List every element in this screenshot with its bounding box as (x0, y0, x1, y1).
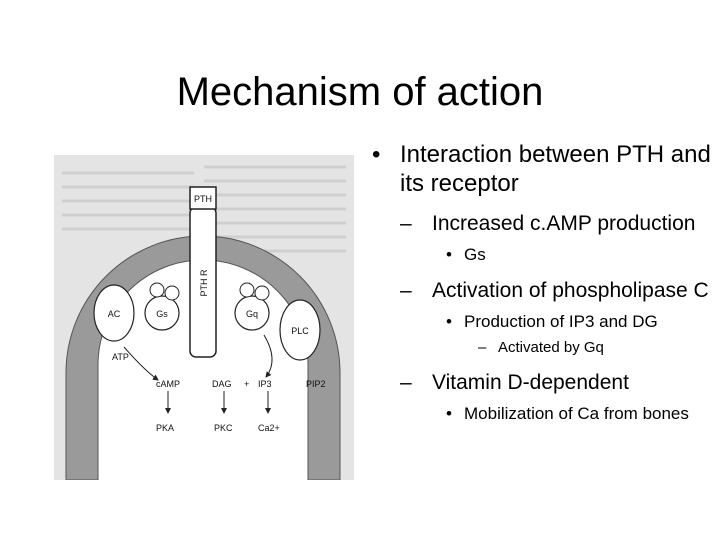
bullet-marker: • (372, 141, 381, 168)
pth-signaling-diagram: PTH PTH R AC Gs Gq PLC ATP cAMP DAG + IP… (54, 155, 354, 480)
bullet-marker: – (478, 339, 487, 356)
pip2-label: PIP2 (306, 379, 326, 389)
gs-label: Gs (156, 309, 168, 319)
pth-label: PTH (194, 194, 212, 204)
plc-label: PLC (291, 326, 309, 336)
bullet-text: Activated by Gq (498, 339, 604, 356)
bullet-camp-production: – Increased c.AMP production (372, 210, 712, 237)
cell-membrane (65, 235, 341, 480)
bullet-marker: – (400, 212, 412, 235)
gq-protein (234, 295, 270, 331)
gs-protein (144, 295, 180, 331)
atp-label: ATP (112, 352, 129, 362)
pkc-label: PKC (214, 423, 233, 433)
pka-label: PKA (156, 423, 174, 433)
gq-label: Gq (246, 309, 258, 319)
adenylyl-cyclase (93, 284, 135, 342)
bullet-text: Vitamin D-dependent (432, 371, 629, 394)
bullet-plc-activation: – Activation of phospholipase C (372, 277, 712, 304)
bullet-receptor-interaction: • Interaction between PTH and its recept… (372, 140, 712, 198)
bullet-gq: – Activated by Gq (372, 338, 712, 357)
camp-label: cAMP (156, 379, 180, 389)
bullet-text: Activation of phospholipase C (432, 279, 709, 302)
bullet-vitamin-d: – Vitamin D-dependent (372, 369, 712, 396)
bullet-text: Increased c.AMP production (432, 212, 696, 235)
bullet-gs: • Gs (372, 245, 712, 265)
pth-ligand (189, 186, 217, 210)
bullet-marker: – (400, 371, 412, 394)
calcium-label: Ca2+ (258, 423, 280, 433)
bullet-marker: – (400, 279, 412, 302)
bullet-text: Mobilization of Ca from bones (464, 404, 689, 423)
bullet-text: Gs (464, 245, 486, 264)
ac-label: AC (108, 309, 121, 319)
bullet-text: Production of IP3 and DG (464, 312, 658, 331)
dag-label: DAG (212, 379, 232, 389)
slide-title: Mechanism of action (176, 70, 544, 114)
pth-r-label: PTH R (199, 269, 209, 297)
bullet-marker: • (446, 404, 452, 423)
phospholipase-c (279, 299, 321, 361)
plus-label: + (244, 379, 249, 389)
bullet-list: • Interaction between PTH and its recept… (372, 140, 712, 424)
bullet-ca-mobilization: • Mobilization of Ca from bones (372, 404, 712, 424)
bullet-ip3-dg: • Production of IP3 and DG (372, 312, 712, 332)
bullet-marker: • (446, 245, 452, 264)
background-text-lines (62, 165, 346, 253)
bullet-marker: • (446, 312, 452, 331)
ip3-label: IP3 (258, 379, 272, 389)
bullet-text: Interaction between PTH and its receptor (400, 141, 711, 197)
